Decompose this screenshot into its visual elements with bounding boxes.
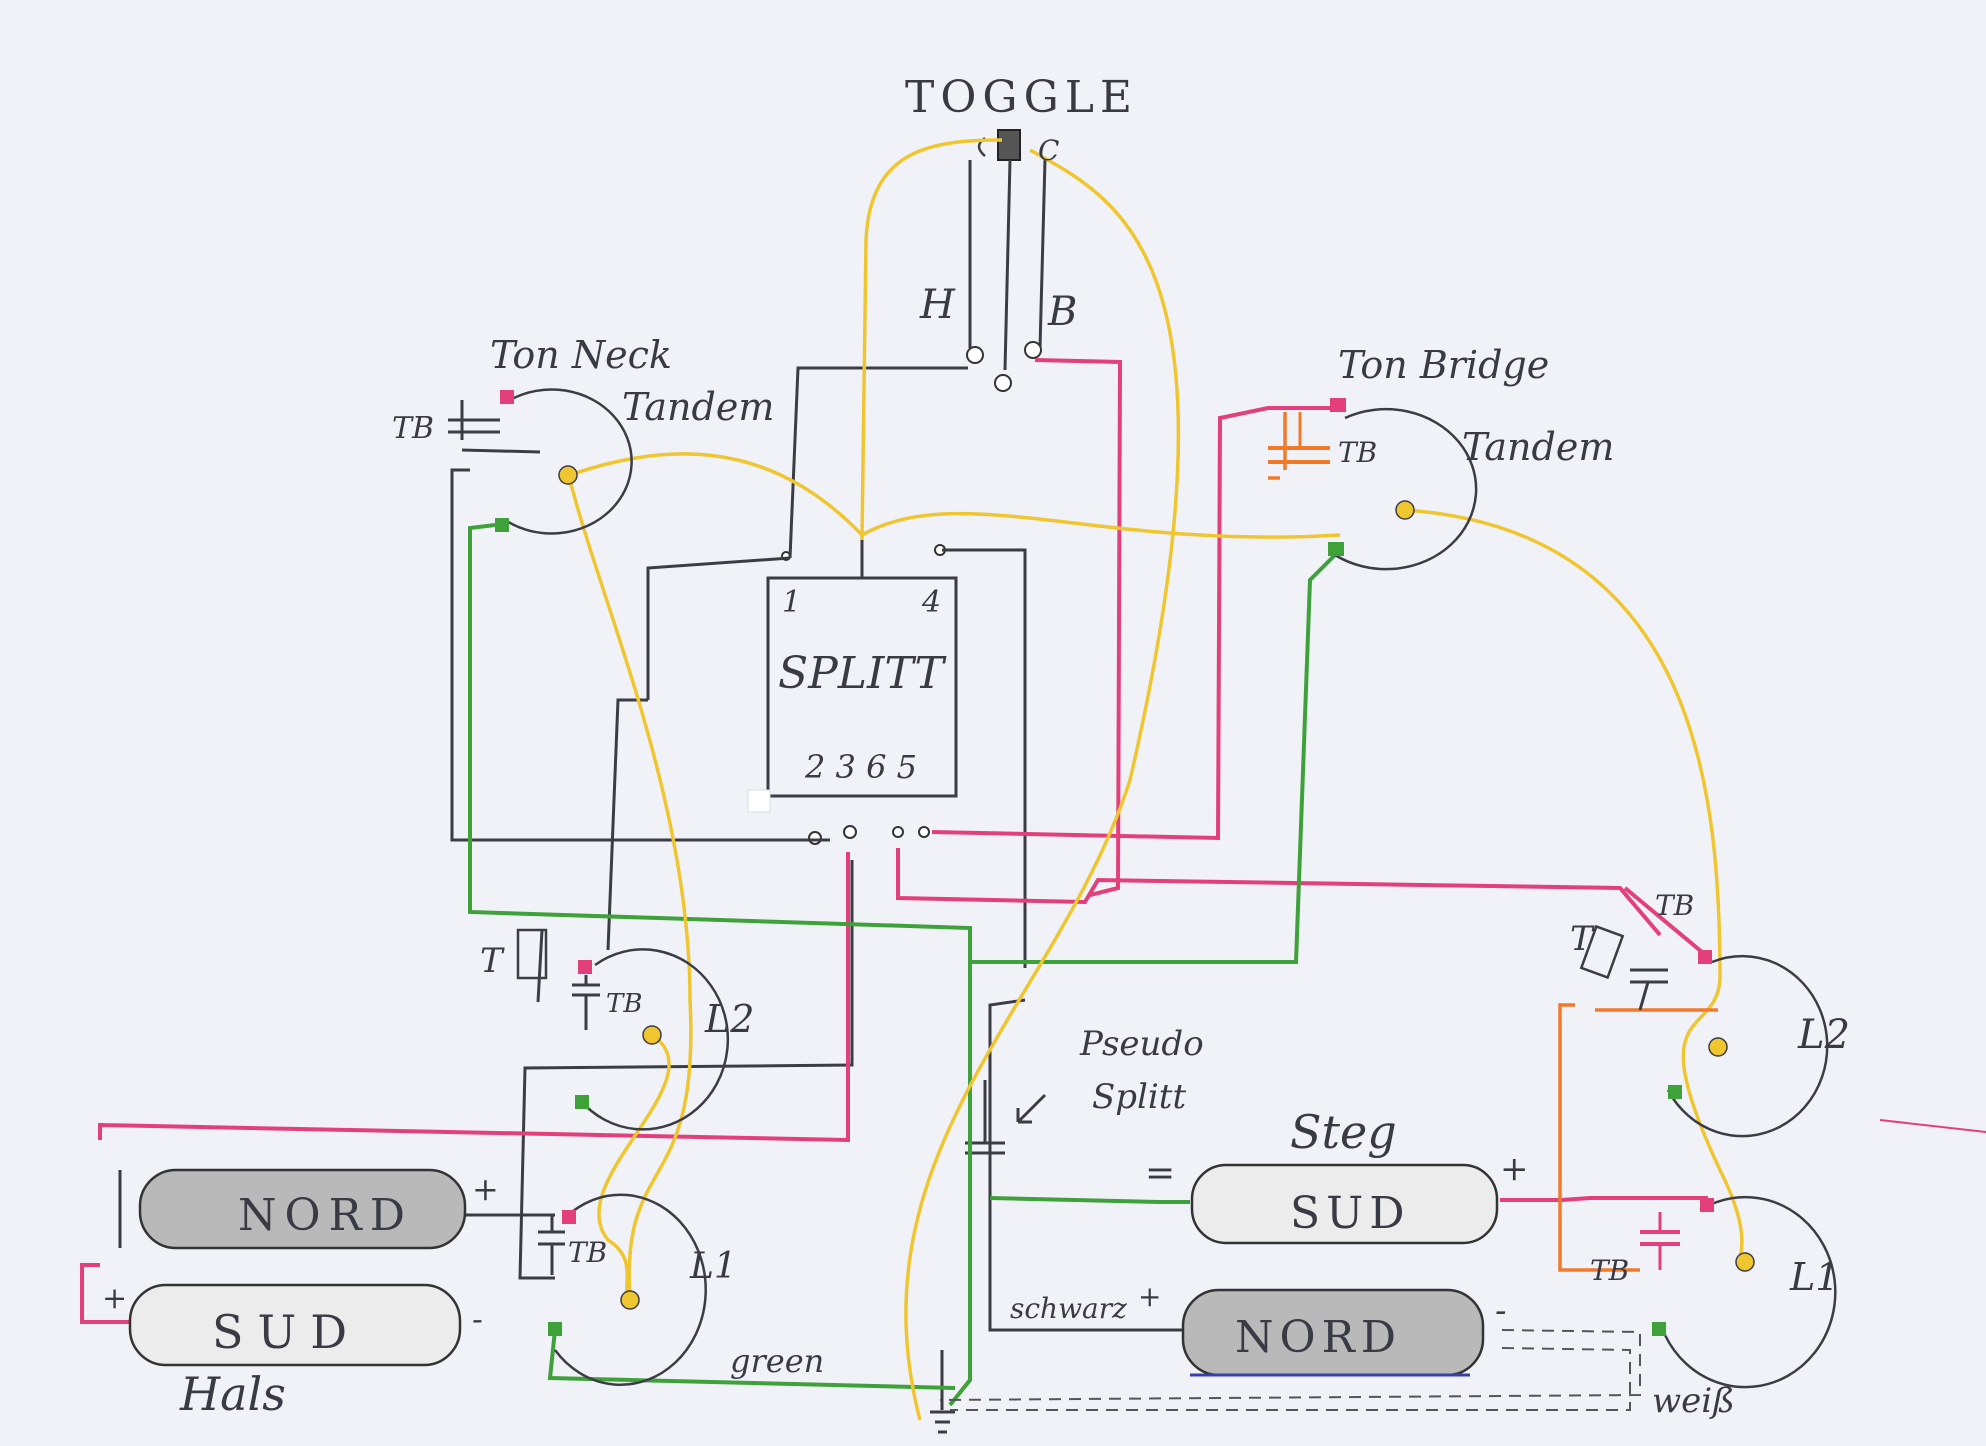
hals-nord-coil — [118, 1168, 467, 1250]
red-wires — [80, 358, 1986, 1324]
pot-l1-right — [1640, 1195, 1837, 1389]
tb-ton-bridge-label: TB — [1338, 436, 1377, 469]
toggle-lug-b — [1024, 341, 1042, 359]
steg-sud-equals: = — [1145, 1153, 1175, 1194]
tb-l2-left-label: TB — [606, 989, 642, 1019]
pot-ton-bridge — [1268, 398, 1478, 571]
schwarz-plus: + — [1138, 1280, 1161, 1313]
hals-nord-plus: + — [472, 1170, 499, 1208]
toggle-label: TOGGLE — [905, 72, 1138, 123]
pot-l2-left — [516, 928, 730, 1131]
hals-label: Hals — [179, 1367, 286, 1421]
tb-l1-left-label: TB — [568, 1236, 607, 1269]
splitt-pin-1: 1 — [782, 585, 801, 620]
t-label-left: T — [480, 941, 505, 981]
t-resistor-left — [516, 928, 548, 980]
splitt-bottom-pins: 2 3 6 5 — [804, 748, 917, 786]
weiss-label: weiß — [1652, 1381, 1735, 1421]
toggle-b-label: B — [1047, 289, 1077, 335]
toggle-switch — [966, 129, 1047, 392]
tb-l2-right-label: TB — [1655, 889, 1694, 922]
hals-sud-plus: + — [102, 1281, 127, 1316]
ton-neck-label: Ton Neck — [490, 333, 672, 377]
toggle-c-label: C — [1038, 134, 1059, 167]
t-resistor-right — [1579, 924, 1625, 980]
l2-right-label: L2 — [1797, 1012, 1850, 1058]
white-wires — [939, 1329, 1641, 1411]
t-label-right: T — [1570, 919, 1595, 959]
pot-ton-neck — [448, 388, 633, 535]
tandem-right-label: Tandem — [1462, 425, 1614, 469]
ton-neck-red-lug — [500, 390, 514, 404]
schwarz-label: schwarz — [1010, 1292, 1127, 1325]
toggle-lug-h — [966, 346, 984, 364]
pseudo-splitt-label: Splitt — [1092, 1077, 1186, 1117]
tandem-left-label: Tandem — [622, 385, 774, 429]
yellow-wires — [568, 138, 1746, 1421]
hals-sud-label: SUD — [212, 1305, 361, 1359]
hals-sud-coil — [128, 1283, 462, 1367]
splitt-pin-4: 4 — [921, 585, 941, 620]
tb-l1-right-label: TB — [1590, 1254, 1629, 1287]
splitt-switch — [747, 544, 958, 845]
hals-nord-label: NORD — [238, 1190, 413, 1241]
toggle-lug-center — [994, 374, 1012, 392]
steg-label: Steg — [1290, 1105, 1397, 1159]
green-label: green — [730, 1342, 824, 1380]
ton-bridge-red-lug — [1330, 398, 1346, 412]
l1-right-label: L1 — [1789, 1255, 1839, 1299]
steg-sud-plus: + — [1500, 1149, 1529, 1189]
splitt-label: SPLITT — [778, 648, 948, 699]
l2-left-label: L2 — [704, 997, 754, 1041]
steg-sud-coil — [1190, 1163, 1499, 1245]
tb-ton-neck-label: TB — [392, 411, 434, 446]
hals-sud-minus: - — [472, 1300, 483, 1338]
ton-neck-green-lug — [495, 518, 509, 532]
black-wires — [450, 366, 1185, 1434]
toggle-body — [997, 129, 1021, 161]
steg-nord-coil — [1181, 1288, 1485, 1377]
steg-sud-label: SUD — [1290, 1188, 1411, 1239]
ton-bridge-green-lug — [1328, 542, 1344, 556]
toggle-h-label: H — [919, 282, 956, 328]
pot-l1-left — [538, 1193, 707, 1386]
pseudo-label: Pseudo — [1079, 1024, 1204, 1064]
l1-left-label: L1 — [689, 1246, 737, 1287]
steg-nord-label: NORD — [1235, 1312, 1402, 1363]
green-wires — [468, 523, 1337, 1407]
pot-l2-right — [1579, 924, 1829, 1138]
ton-bridge-label: Ton Bridge — [1338, 343, 1549, 387]
steg-nord-minus: - — [1495, 1291, 1507, 1331]
